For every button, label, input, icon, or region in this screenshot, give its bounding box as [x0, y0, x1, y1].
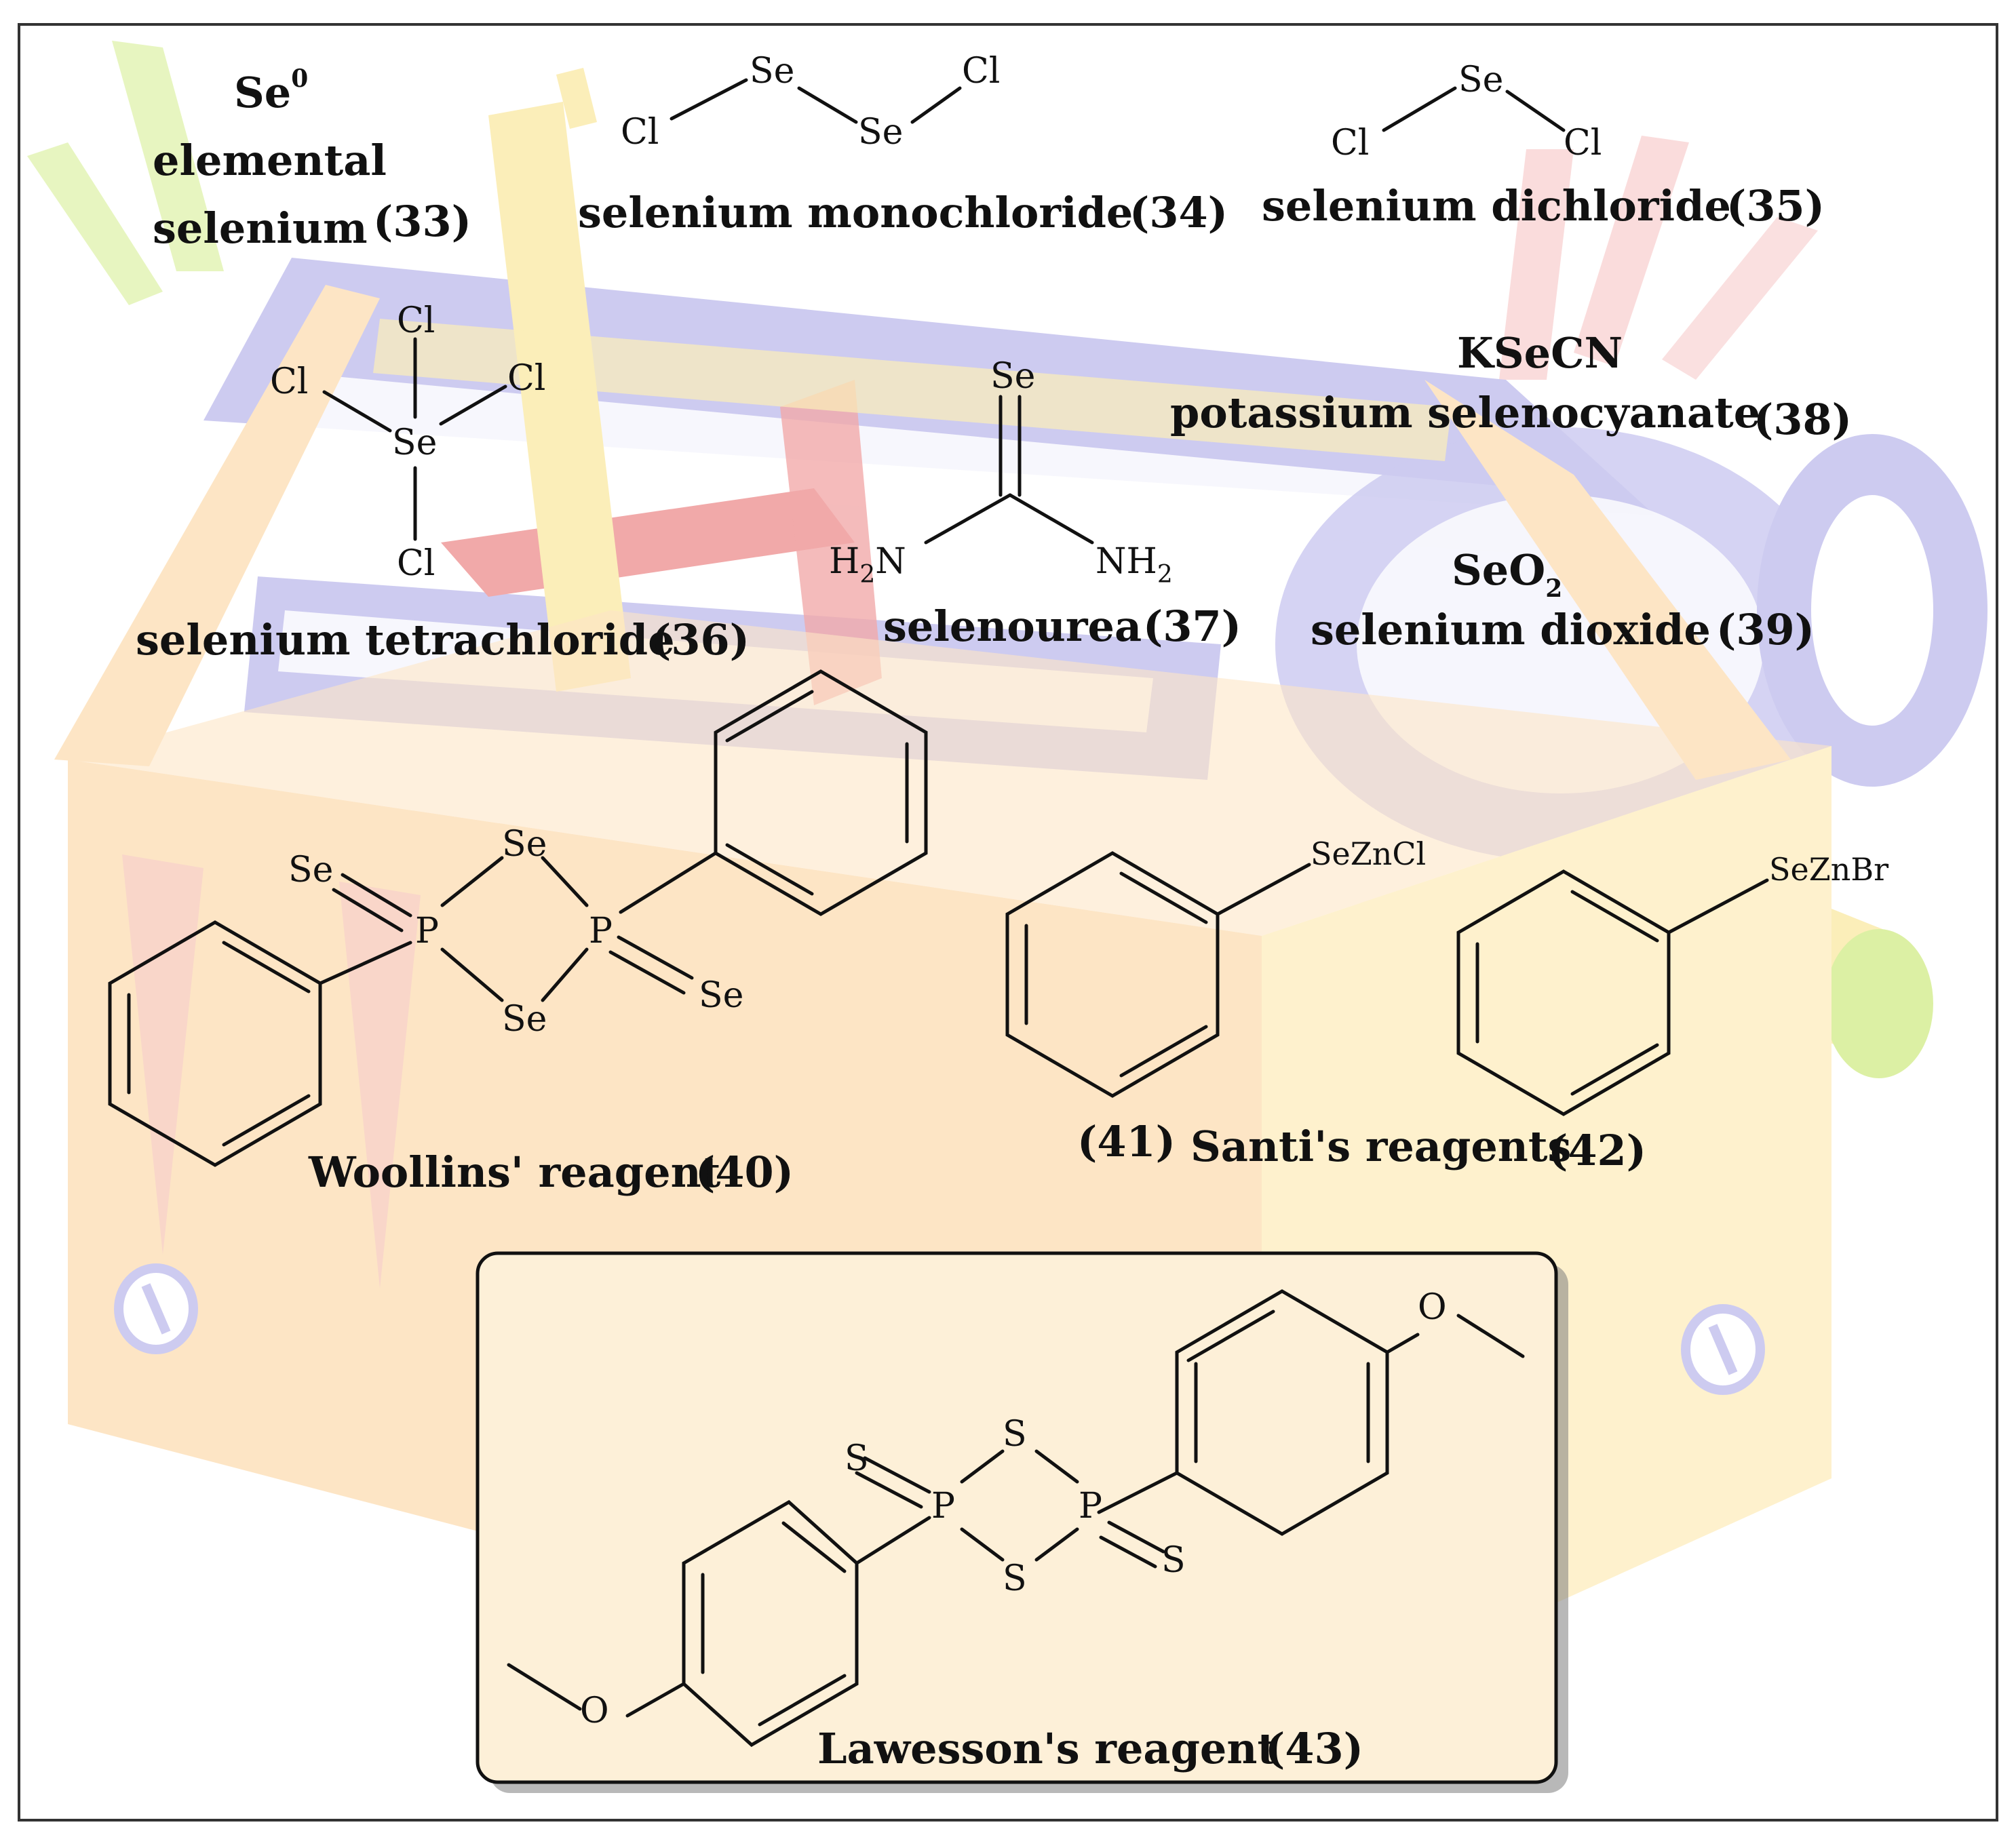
- label-33-line1: elemental: [153, 136, 387, 185]
- number-42: (42): [1548, 1126, 1646, 1175]
- group-sezncl: SeZnCl: [1311, 835, 1426, 872]
- atom-se: Se: [858, 112, 903, 153]
- atom-se: Se: [1458, 60, 1503, 100]
- compound-37: Se H2N NH2 selenourea (37): [829, 356, 1241, 651]
- atom-o: O: [580, 1691, 609, 1731]
- atom-cl: Cl: [1564, 123, 1602, 163]
- formula-ksecn: KSeCN: [1457, 328, 1623, 378]
- compound-38: KSeCN potassium selenocyanate (38): [1170, 328, 1852, 444]
- compound-34: Cl Se Se Cl selenium monochloride (34): [578, 51, 1228, 237]
- atom-cl: Cl: [507, 358, 545, 399]
- seo2-formula: SeO2: [1452, 545, 1562, 603]
- atom-cl: Cl: [962, 51, 1000, 92]
- atom-s: S: [1003, 1414, 1027, 1455]
- atom-h2n: H2N: [829, 541, 906, 589]
- atom-s: S: [1161, 1540, 1186, 1581]
- atom-p: P: [1079, 1486, 1102, 1527]
- atom-cl: Cl: [397, 543, 435, 584]
- compound-42: SeZnBr Santi's reagents (42): [1190, 851, 1888, 1175]
- atom-se: Se: [502, 824, 547, 865]
- atom-se: Se: [699, 975, 743, 1016]
- atom-cl: Cl: [397, 300, 435, 341]
- label-39: selenium dioxide: [1311, 605, 1711, 654]
- group-seznbr: SeZnBr: [1769, 851, 1888, 888]
- label-34: selenium monochloride: [578, 188, 1133, 237]
- compound-39: SeO2 selenium dioxide (39): [1311, 545, 1815, 654]
- number-38: (38): [1753, 395, 1852, 444]
- lawesson-box: [476, 1251, 1558, 1784]
- label-41-42: Santi's reagents: [1190, 1122, 1571, 1171]
- atom-o: O: [1418, 1287, 1447, 1328]
- compound-43: O O P P S S S S Lawesson's reagent (43): [476, 1251, 1568, 1793]
- number-41: (41): [1077, 1117, 1176, 1166]
- atom-cl: Cl: [621, 112, 659, 153]
- se0-formula: Se0: [234, 64, 308, 117]
- number-43: (43): [1265, 1724, 1363, 1773]
- atom-p: P: [931, 1486, 955, 1527]
- compound-33: Se0 elemental selenium (33): [153, 64, 471, 253]
- atom-se: Se: [750, 51, 794, 92]
- number-37: (37): [1143, 602, 1241, 651]
- atom-s: S: [845, 1438, 869, 1479]
- atom-se: Se: [990, 356, 1035, 397]
- atom-p: P: [589, 911, 613, 951]
- label-35: selenium dichloride: [1262, 181, 1731, 231]
- number-35: (35): [1726, 181, 1825, 231]
- figure-frame: [18, 23, 1998, 1822]
- compound-40: P P Se Se Se Se Woollins' reagent (40): [108, 669, 928, 1197]
- compound-36: Cl Cl Cl Se Cl selenium tetrachloride (3…: [136, 300, 750, 665]
- label-43: Lawesson's reagent: [817, 1724, 1277, 1773]
- atom-p: P: [415, 911, 439, 951]
- label-38: potassium selenocyanate: [1170, 388, 1760, 437]
- atom-cl: Cl: [270, 361, 308, 402]
- toolbox-icon: [27, 41, 1988, 1736]
- number-34: (34): [1129, 188, 1228, 237]
- compound-35: Cl Se Cl selenium dichloride (35): [1262, 60, 1825, 231]
- compound-41: SeZnCl (41): [1005, 835, 1426, 1166]
- atom-se: Se: [288, 850, 333, 890]
- number-33: (33): [373, 197, 471, 246]
- number-39: (39): [1716, 605, 1815, 654]
- atom-cl: Cl: [1331, 123, 1369, 163]
- label-36: selenium tetrachloride: [136, 615, 675, 665]
- number-40: (40): [695, 1147, 794, 1197]
- label-40: Woollins' reagent: [308, 1147, 721, 1197]
- label-33-line2: selenium: [153, 203, 368, 253]
- atom-nh2: NH2: [1096, 541, 1173, 589]
- atom-s: S: [1003, 1558, 1027, 1599]
- atom-se: Se: [502, 999, 547, 1040]
- atom-se: Se: [392, 422, 437, 463]
- number-36: (36): [651, 615, 750, 665]
- label-37: selenourea: [883, 602, 1142, 651]
